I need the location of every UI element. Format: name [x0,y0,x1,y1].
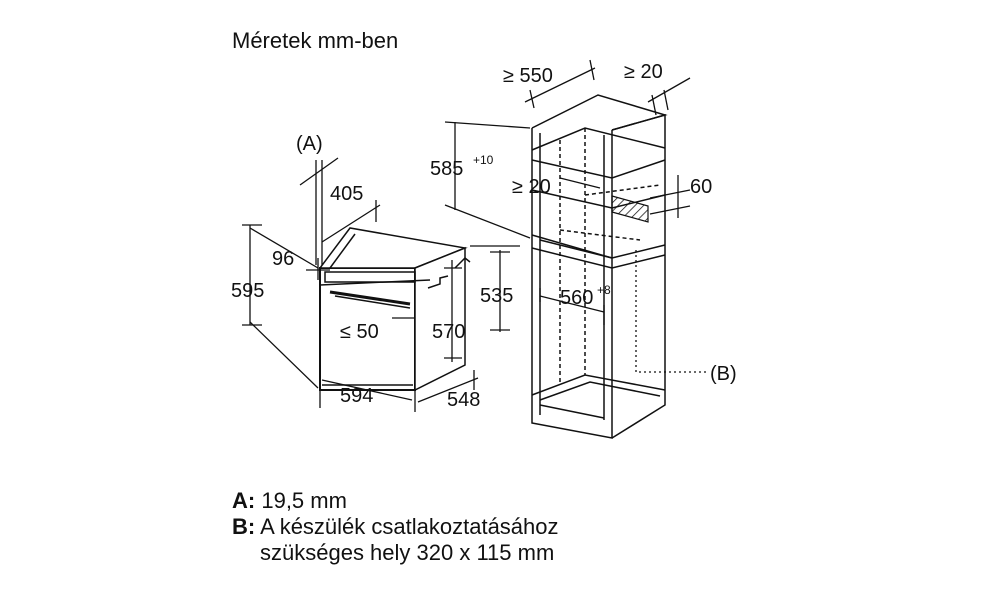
dim-20-top: ≥ 20 [624,61,663,83]
dim-535: 535 [480,285,513,307]
dim-50: ≤ 50 [340,321,379,343]
legend: A: 19,5 mm B: A készülék csatlakoztatásá… [232,488,559,566]
dim-595: 595 [231,280,264,302]
cabinet-drawing [531,94,668,439]
dim-560: 560 [560,287,593,309]
dim-560-tolerance: +8 [597,283,611,297]
legend-item-b: B: A készülék csatlakoztatásához [232,514,559,539]
label-b: (B) [710,363,737,385]
diagram-title: Méretek mm-ben [232,28,399,53]
oven-drawing [318,227,471,392]
legend-item-a: A: 19,5 mm [232,488,347,513]
dim-548: 548 [447,389,480,411]
dim-405: 405 [330,183,363,205]
oven-dimension-lines [242,157,520,412]
dim-585-tolerance: +10 [473,153,494,167]
legend-item-b-continued: szükséges hely 320 x 115 mm [260,540,555,565]
cabinet-dimension-lines [444,59,706,373]
dim-20-mid: ≥ 20 [512,176,551,198]
dim-96: 96 [272,248,294,270]
dim-570: 570 [432,321,465,343]
dim-594: 594 [340,385,373,407]
dim-585: 585 [430,158,463,180]
label-a: (A) [296,133,323,155]
dim-60: 60 [690,176,712,198]
dim-550: ≥ 550 [503,65,553,87]
ventilation-opening-hatch [611,195,649,223]
